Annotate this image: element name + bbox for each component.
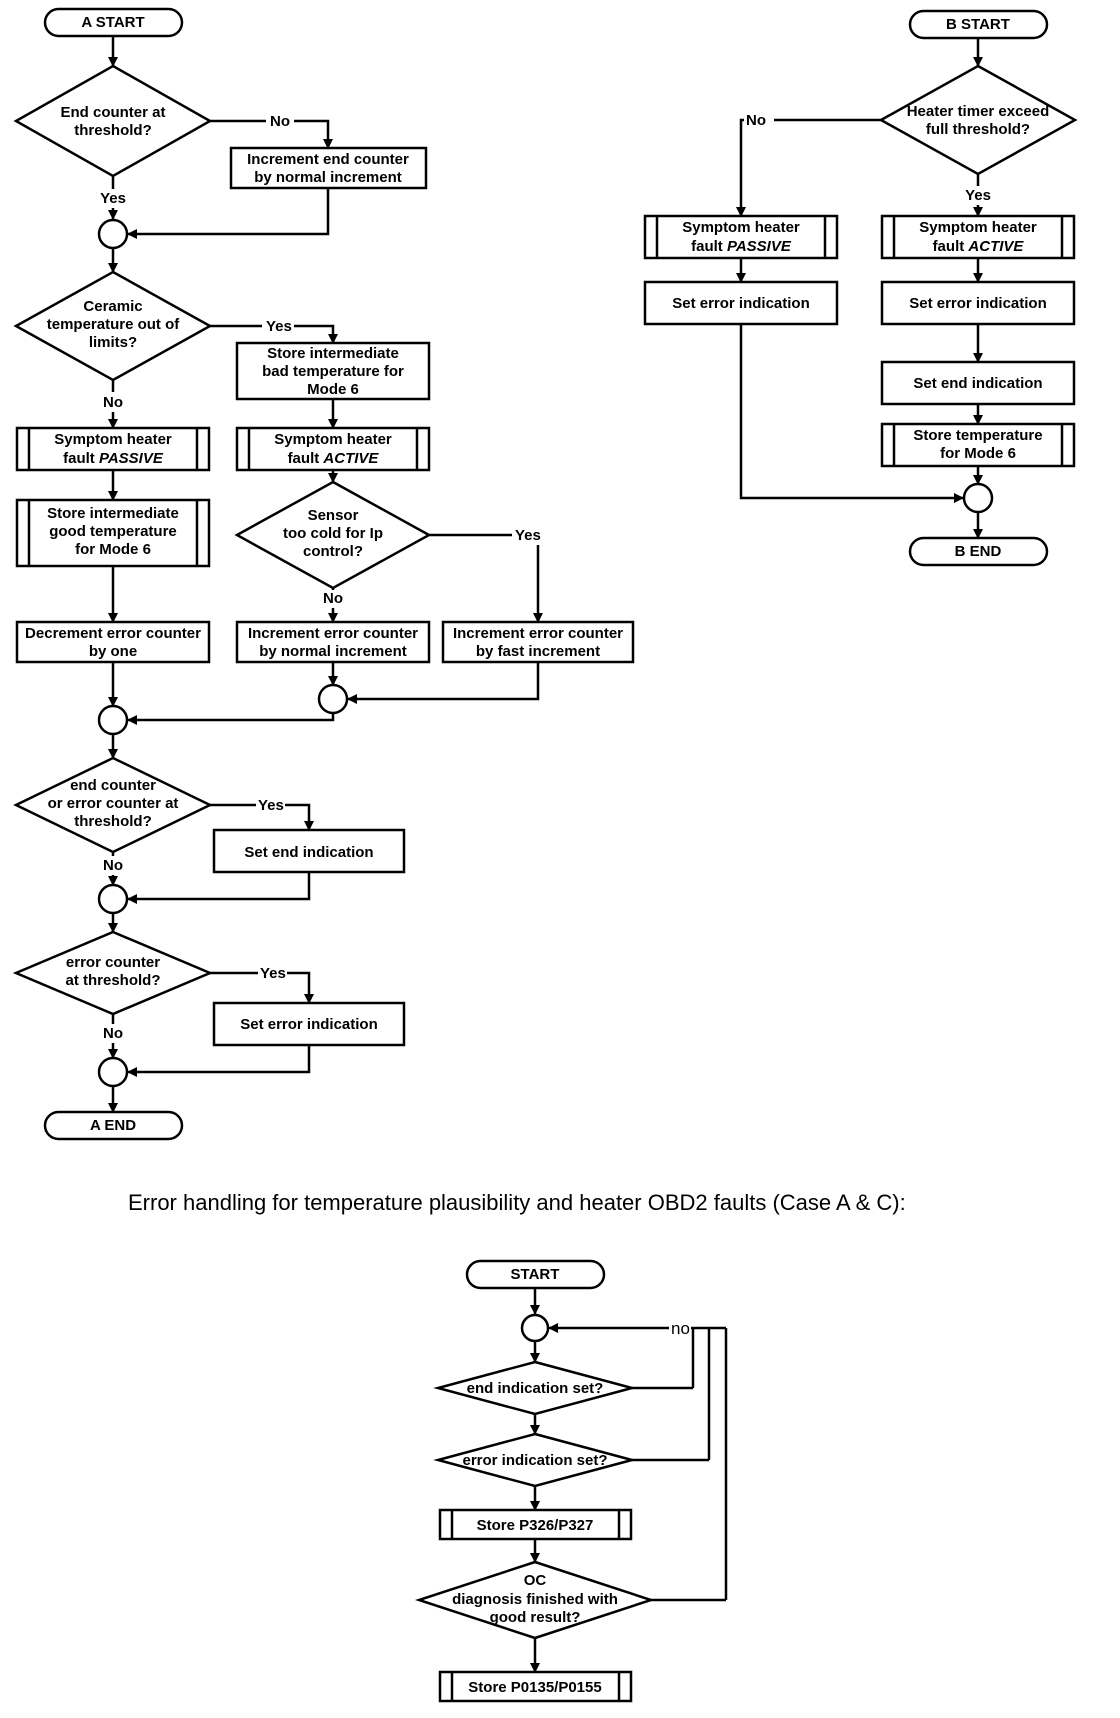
inc-fast-line1: Increment error counter xyxy=(453,625,623,642)
decision-ceramic-line2: temperature out of xyxy=(47,316,181,333)
junction xyxy=(317,683,349,715)
b-sym-active-line1: Symptom heater xyxy=(919,219,1037,236)
label-yes: Yes xyxy=(266,318,292,335)
b-end-terminal xyxy=(908,536,1049,567)
decision-ceramic-line3: limits? xyxy=(89,334,137,351)
process-increment-error-fast xyxy=(441,620,635,664)
decision-err-ind-label: error indication set? xyxy=(462,1452,607,1469)
b-store-temp-line1: Store temperature xyxy=(913,427,1042,444)
b-sym-active-line2: fault ACTIVE xyxy=(933,238,1025,255)
dec-err-line2: by one xyxy=(89,643,137,660)
junction xyxy=(962,482,994,514)
decision-oc-line2: diagnosis finished with xyxy=(452,1591,618,1608)
symptom-active-line2: fault ACTIVE xyxy=(288,450,380,467)
decision-end-counter-line2: threshold? xyxy=(74,122,152,139)
b-sym-passive-line1: Symptom heater xyxy=(682,219,800,236)
symptom-passive-line2: fault PASSIVE xyxy=(63,450,164,467)
c-process-store-p0135 xyxy=(438,1670,633,1703)
c-start-label: START xyxy=(511,1266,560,1283)
inc-normal-line2: by normal increment xyxy=(259,643,407,660)
decision-end-ind-label: end indication set? xyxy=(467,1380,604,1397)
set-err-a-label: Set error indication xyxy=(240,1016,378,1033)
a-start-label: A START xyxy=(81,14,144,31)
process-increment-end-counter-line1: Increment end counter xyxy=(247,151,409,168)
decision-err-counter-line2: at threshold? xyxy=(65,972,160,989)
process-store-intermediate-good xyxy=(15,498,211,568)
store-good-line1: Store intermediate xyxy=(47,505,179,522)
process-increment-end-counter xyxy=(229,146,428,190)
dec-err-line1: Decrement error counter xyxy=(25,625,201,642)
decision-heater-timer-line1: Heater timer exceed xyxy=(907,103,1050,120)
label-yes: Yes xyxy=(258,797,284,814)
decision-end-or-err-line3: threshold? xyxy=(74,813,152,830)
decision-sensor-line3: control? xyxy=(303,543,363,560)
decision-sensor-line2: too cold for Ip xyxy=(283,525,383,542)
label-no: No xyxy=(103,1025,123,1042)
junction xyxy=(97,218,129,250)
junction xyxy=(97,1056,129,1088)
b-set-err-left-label: Set error indication xyxy=(672,295,810,312)
store-p0135-label: Store P0135/P0155 xyxy=(468,1679,601,1696)
process-increment-error-normal xyxy=(235,620,431,664)
b-start-label: B START xyxy=(946,16,1010,33)
decision-end-counter-line1: End counter at xyxy=(60,104,165,121)
label-no: No xyxy=(103,857,123,874)
process-decrement-error-counter xyxy=(15,620,211,664)
decision-end-or-err-line1: end counter xyxy=(70,777,156,794)
store-p326-label: Store P326/P327 xyxy=(477,1517,594,1534)
process-store-bad-line3: Mode 6 xyxy=(307,381,359,398)
decision-sensor-line1: Sensor xyxy=(308,507,359,524)
b-sym-passive-line2: fault PASSIVE xyxy=(691,238,792,255)
junction xyxy=(520,1313,550,1343)
label-no: No xyxy=(103,394,123,411)
process-set-end-indication xyxy=(212,828,406,874)
inc-fast-line2: by fast increment xyxy=(476,643,600,660)
label-yes: Yes xyxy=(100,190,126,207)
junction xyxy=(97,704,129,736)
symptom-passive-line1: Symptom heater xyxy=(54,431,172,448)
a-end-label: A END xyxy=(90,1117,136,1134)
decision-end-or-err-line2: or error counter at xyxy=(48,795,179,812)
label-no: No xyxy=(323,590,343,607)
label-yes: Yes xyxy=(515,527,541,544)
decision-ceramic-line1: Ceramic xyxy=(83,298,142,315)
label-no: No xyxy=(270,113,290,130)
store-good-line2: good temperature xyxy=(49,523,177,540)
symptom-active-line1: Symptom heater xyxy=(274,431,392,448)
label-no: No xyxy=(746,112,766,129)
caption-error-handling: Error handling for temperature plausibil… xyxy=(128,1190,906,1215)
a-end-terminal xyxy=(43,1110,184,1141)
b-set-end-label: Set end indication xyxy=(913,375,1042,392)
decision-oc-line1: OC xyxy=(524,1572,547,1589)
decision-err-counter-line1: error counter xyxy=(66,954,160,971)
decision-end-counter-threshold xyxy=(13,64,213,178)
set-end-a-label: Set end indication xyxy=(244,844,373,861)
decision-oc-line3: good result? xyxy=(490,1609,581,1626)
process-symptom-heater-passive xyxy=(15,426,211,472)
process-store-bad-line2: bad temperature for xyxy=(262,363,404,380)
b-store-temp-line2: for Mode 6 xyxy=(940,445,1016,462)
label-no: no xyxy=(671,1319,690,1338)
process-store-bad-line1: Store intermediate xyxy=(267,345,399,362)
inc-normal-line1: Increment error counter xyxy=(248,625,418,642)
process-set-error-indication xyxy=(212,1001,406,1047)
store-good-line3: for Mode 6 xyxy=(75,541,151,558)
label-yes: Yes xyxy=(965,187,991,204)
b-end-label: B END xyxy=(955,543,1002,560)
decision-heater-timer xyxy=(878,64,1078,176)
process-symptom-heater-active xyxy=(235,426,431,472)
junction xyxy=(97,883,129,915)
decision-heater-timer-line2: full threshold? xyxy=(926,121,1030,138)
b-set-err-right-label: Set error indication xyxy=(909,295,1047,312)
label-yes: Yes xyxy=(260,965,286,982)
process-increment-end-counter-line2: by normal increment xyxy=(254,169,402,186)
